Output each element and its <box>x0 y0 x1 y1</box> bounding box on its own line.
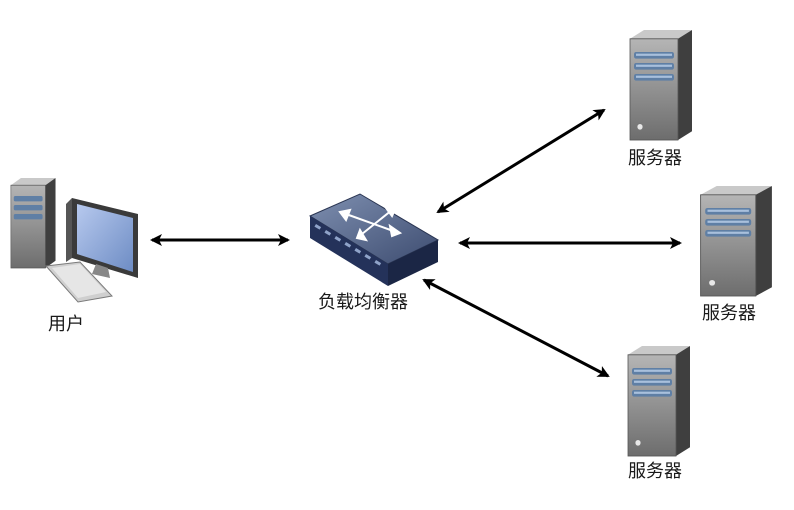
server-tower-icon <box>629 29 693 141</box>
arrow-load-balancer-to-server-3 <box>422 278 610 378</box>
connector-arrows <box>150 108 682 378</box>
server-1-label: 服务器 <box>628 148 682 169</box>
desktop-computer-icon <box>10 178 138 303</box>
user-label: 用户 <box>48 314 84 335</box>
network-switch-icon <box>308 193 440 286</box>
server-3-label: 服务器 <box>628 461 682 482</box>
arrow-load-balancer-to-server-1 <box>436 108 606 214</box>
load-balancer-label: 负载均衡器 <box>318 292 408 313</box>
server-2-label: 服务器 <box>702 303 756 324</box>
server-tower-icon <box>700 185 773 297</box>
server-tower-icon <box>627 345 691 457</box>
